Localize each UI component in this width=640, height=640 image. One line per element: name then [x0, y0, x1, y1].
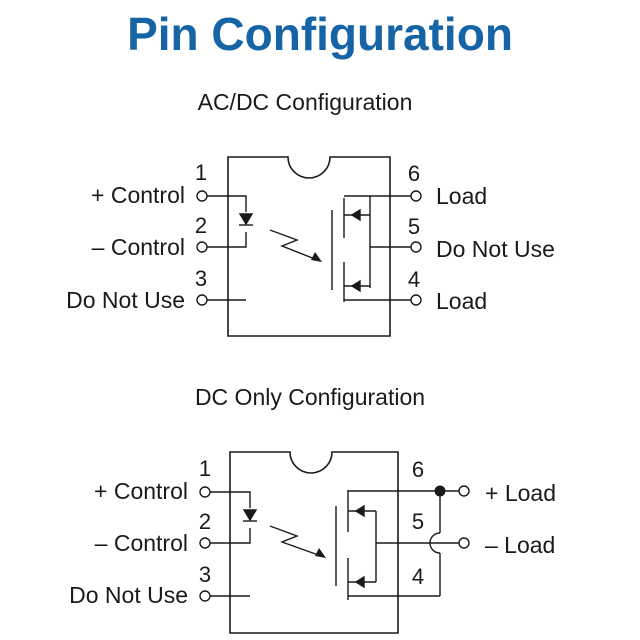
- ac-dc-pin2-terminal: [196, 241, 208, 253]
- ac-dc-light-arrow-icon: [269, 229, 322, 262]
- ac-dc-pin3-terminal: [196, 294, 208, 306]
- ac-dc-led-circuit: [207, 195, 254, 301]
- dc-only-load-wiring: [429, 490, 459, 596]
- dc-only-pin3-number: 3: [199, 562, 211, 587]
- ac-dc-pin5-label: Do Not Use: [436, 236, 555, 262]
- dc-only-junction-dot: [434, 485, 446, 497]
- dc-only-led-icon: [242, 509, 258, 522]
- dc-only-pin6-number: 6: [412, 457, 424, 482]
- dc-only-pin3-label: Do Not Use: [69, 582, 188, 608]
- dc-only-minus-load-terminal: [458, 537, 470, 549]
- dc-only-plus-load-label: + Load: [485, 480, 556, 506]
- dc-only-minus-load-label: – Load: [485, 532, 555, 558]
- ac-dc-pin3-number: 3: [195, 266, 207, 291]
- dc-only-configuration: DC Only Configuration 1 2 3 6 5 4 + Cont…: [69, 384, 556, 634]
- ac-dc-led-icon: [238, 213, 254, 226]
- ac-dc-pin5-terminal: [410, 241, 422, 253]
- ac-dc-pin2-number: 2: [195, 213, 207, 238]
- ac-dc-pin1-terminal: [196, 190, 208, 202]
- ac-dc-pin2-label: – Control: [92, 234, 185, 260]
- dc-only-pin3-terminal: [199, 590, 211, 602]
- dc-only-light-arrow-icon: [269, 525, 326, 558]
- ac-dc-pin3-label: Do Not Use: [66, 287, 185, 313]
- ac-dc-pin4-label: Load: [436, 288, 487, 314]
- dc-only-pin1-label: + Control: [94, 478, 188, 504]
- dc-only-pin4-number: 4: [412, 564, 424, 589]
- ac-dc-pin4-number: 4: [408, 267, 420, 292]
- ac-dc-pin1-number: 1: [195, 160, 207, 185]
- ac-dc-configuration: AC/DC Configuration 1 2 3 6 5 4 + Contro…: [66, 89, 555, 337]
- ac-dc-mosfet-pair: [331, 195, 411, 302]
- ac-dc-pin4-terminal: [410, 294, 422, 306]
- dc-only-mosfet-pair: [335, 490, 440, 600]
- page-title: Pin Configuration: [127, 8, 513, 60]
- dc-only-led-circuit: [210, 491, 258, 597]
- dc-only-pin2-number: 2: [199, 509, 211, 534]
- ac-dc-pin1-label: + Control: [91, 182, 185, 208]
- ac-dc-package-outline: [227, 156, 391, 337]
- ac-dc-pin6-label: Load: [436, 183, 487, 209]
- dc-only-pin1-terminal: [199, 486, 211, 498]
- dc-only-pin2-terminal: [199, 537, 211, 549]
- dc-only-heading: DC Only Configuration: [195, 384, 425, 410]
- ac-dc-heading: AC/DC Configuration: [198, 89, 413, 115]
- ac-dc-pin5-number: 5: [408, 214, 420, 239]
- ac-dc-pin6-number: 6: [408, 161, 420, 186]
- dc-only-package-outline: [229, 451, 399, 634]
- dc-only-pin2-label: – Control: [95, 530, 188, 556]
- dc-only-pin5-number: 5: [412, 509, 424, 534]
- ac-dc-pin6-terminal: [410, 190, 422, 202]
- dc-only-plus-load-terminal: [458, 485, 470, 497]
- dc-only-pin1-number: 1: [199, 456, 211, 481]
